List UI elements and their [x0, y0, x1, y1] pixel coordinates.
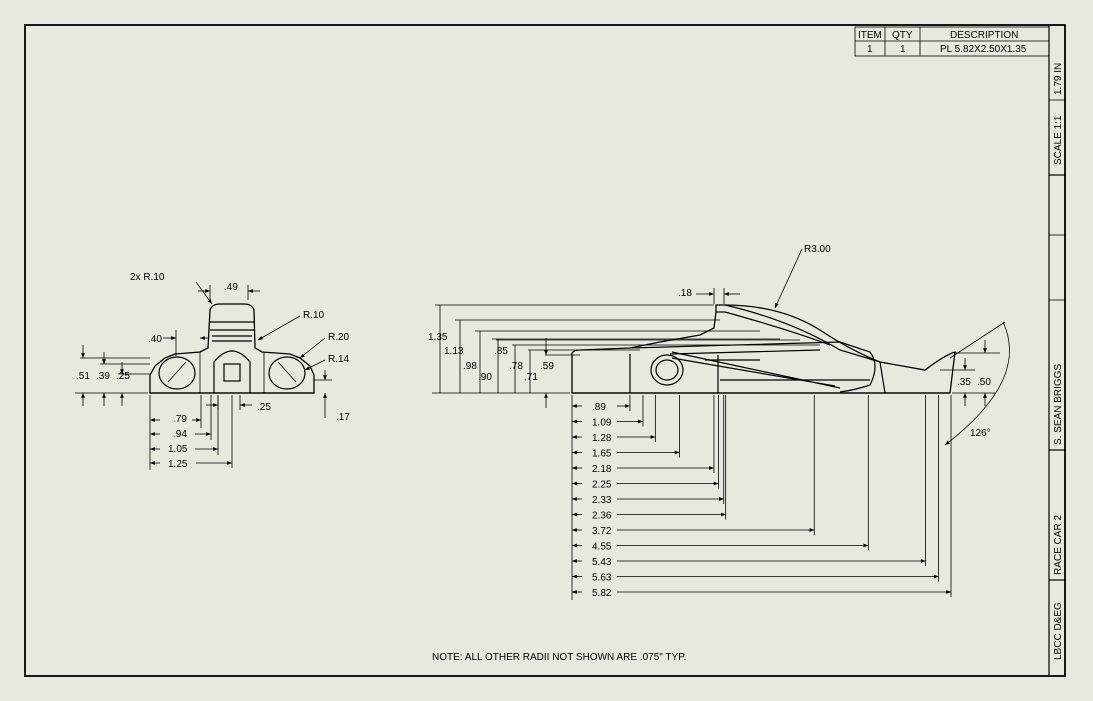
front-dim-94: .94: [173, 429, 187, 440]
side-horizontal-dims: .89 1.09 1.28 1.65 2.18 2.25 2.33 2.36 3.72 4.55 5…: [572, 395, 952, 599]
front-dim-25-bottom: .25: [257, 402, 271, 413]
side-dim-label: 4.55: [592, 542, 612, 553]
side-dim-78: .78: [509, 361, 523, 372]
drawing-note: NOTE: ALL OTHER RADII NOT SHOWN ARE .075…: [432, 652, 686, 663]
front-dim-125: 1.25: [168, 459, 188, 470]
side-dim-50: .50: [977, 377, 991, 388]
side-dim-label: 2.25: [592, 480, 612, 491]
side-dim-label: 2.18: [592, 464, 612, 475]
front-dim-40: .40: [148, 334, 162, 345]
side-dim-label: 3.72: [592, 526, 612, 537]
front-dim-105: 1.05: [168, 444, 188, 455]
front-radius-r14: R.14: [328, 354, 350, 365]
side-dim-90: .90: [478, 372, 492, 383]
title-block: 1.79 IN SCALE 1:1 S. SEAN BRIGGS RACE CA…: [1048, 25, 1065, 676]
side-dim-35: .35: [957, 377, 971, 388]
side-dim-label: 1.09: [592, 418, 612, 429]
tb-scale: SCALE 1:1: [1053, 115, 1064, 165]
side-dim-71: .71: [524, 372, 538, 383]
side-view: R3.00 .18 1.35 1.13 .98 .90 .85 .78 .71 …: [428, 244, 1010, 600]
sheet-border: [24, 24, 1066, 677]
bom-cell-qty: 1: [900, 44, 906, 55]
front-dim-79: .79: [173, 414, 187, 425]
front-dim-top-width: .49: [224, 282, 238, 293]
side-dim-label: 1.65: [592, 449, 612, 460]
tb-title: RACE CAR 2: [1053, 515, 1064, 575]
bom-cell-description: PL 5.82X2.50X1.35: [940, 44, 1027, 55]
side-radius: R3.00: [804, 244, 831, 255]
side-dim-18: .18: [678, 288, 692, 299]
side-dim-59: .59: [540, 361, 554, 372]
tb-weight: 1.79 IN: [1053, 63, 1064, 95]
front-dim-51: .51: [76, 371, 90, 382]
tb-author: S. SEAN BRIGGS: [1053, 364, 1064, 445]
side-dim-85: .85: [494, 346, 508, 357]
bom-header-description: DESCRIPTION: [950, 30, 1018, 41]
bom-header-qty: QTY: [892, 30, 913, 41]
front-radius-2x: 2x R.10: [130, 272, 165, 283]
side-dim-label: 5.43: [592, 557, 612, 568]
side-dim-label: 2.33: [592, 495, 612, 506]
front-view: .49 2x R.10 R.10 R.20 R.14 .40 .51 .39 .…: [75, 272, 350, 470]
bom-table: ITEM QTY DESCRIPTION 1 1 PL 5.82X2.50X1.…: [854, 26, 1050, 57]
side-dim-113: 1.13: [444, 346, 464, 357]
side-dim-98: .98: [463, 361, 477, 372]
front-dim-17: .17: [336, 412, 350, 423]
front-radius-right: R.10: [303, 310, 325, 321]
side-dim-label: 5.63: [592, 573, 612, 584]
bom-cell-item: 1: [867, 44, 873, 55]
side-dim-135: 1.35: [428, 332, 448, 343]
side-dim-label: .89: [592, 402, 606, 413]
side-dim-label: 1.28: [592, 433, 612, 444]
side-angle: 126°: [970, 428, 991, 439]
tb-company: LBCC D&EG: [1053, 602, 1064, 660]
bom-header-item: ITEM: [858, 30, 882, 41]
side-dim-label: 2.36: [592, 511, 612, 522]
front-dim-39: .39: [96, 371, 110, 382]
front-radius-r20: R.20: [328, 332, 350, 343]
side-dim-label: 5.82: [592, 588, 612, 599]
front-dim-25: .25: [116, 371, 130, 382]
